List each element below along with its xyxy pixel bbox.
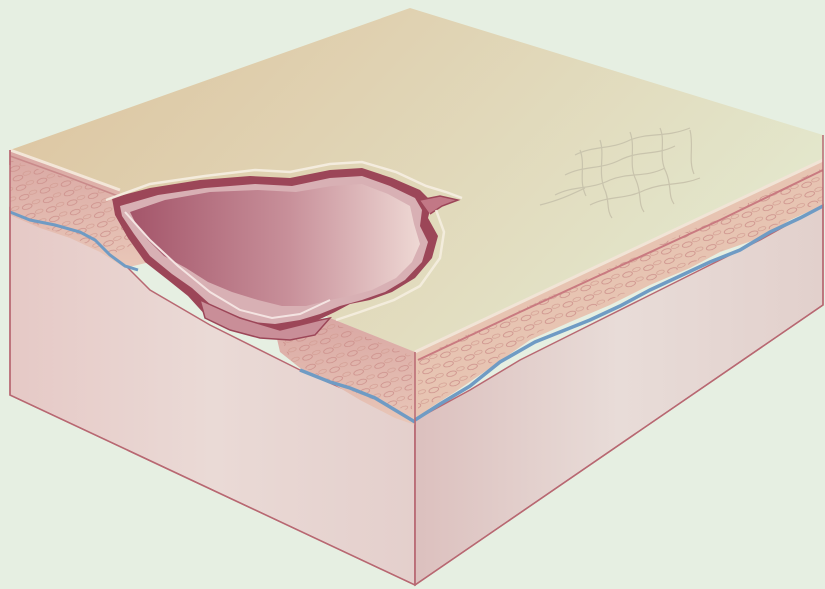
ulcer-crack bbox=[419, 195, 461, 215]
ulcer-highlight bbox=[124, 211, 331, 320]
ulcer-halo-right bbox=[335, 209, 446, 322]
left-dermis-cells bbox=[10, 160, 132, 255]
left-epidermis-basal bbox=[9, 155, 119, 197]
right-epidermis-basal bbox=[417, 169, 824, 361]
front-basement-line bbox=[299, 368, 416, 424]
skin-surface bbox=[10, 8, 823, 352]
right-basement-line bbox=[414, 204, 824, 422]
left-epidermis-edge bbox=[9, 148, 121, 192]
left-basement-line bbox=[9, 210, 139, 272]
block-outline bbox=[9, 135, 824, 586]
ulcer-halo bbox=[105, 160, 463, 202]
right-dermis-cells bbox=[418, 168, 823, 412]
ulcer-flap bbox=[198, 298, 333, 341]
right-epidermis-edge bbox=[414, 158, 824, 354]
front-dermis-cells bbox=[280, 322, 412, 412]
scar-pattern bbox=[539, 127, 701, 219]
ulcer-bed bbox=[130, 184, 420, 306]
